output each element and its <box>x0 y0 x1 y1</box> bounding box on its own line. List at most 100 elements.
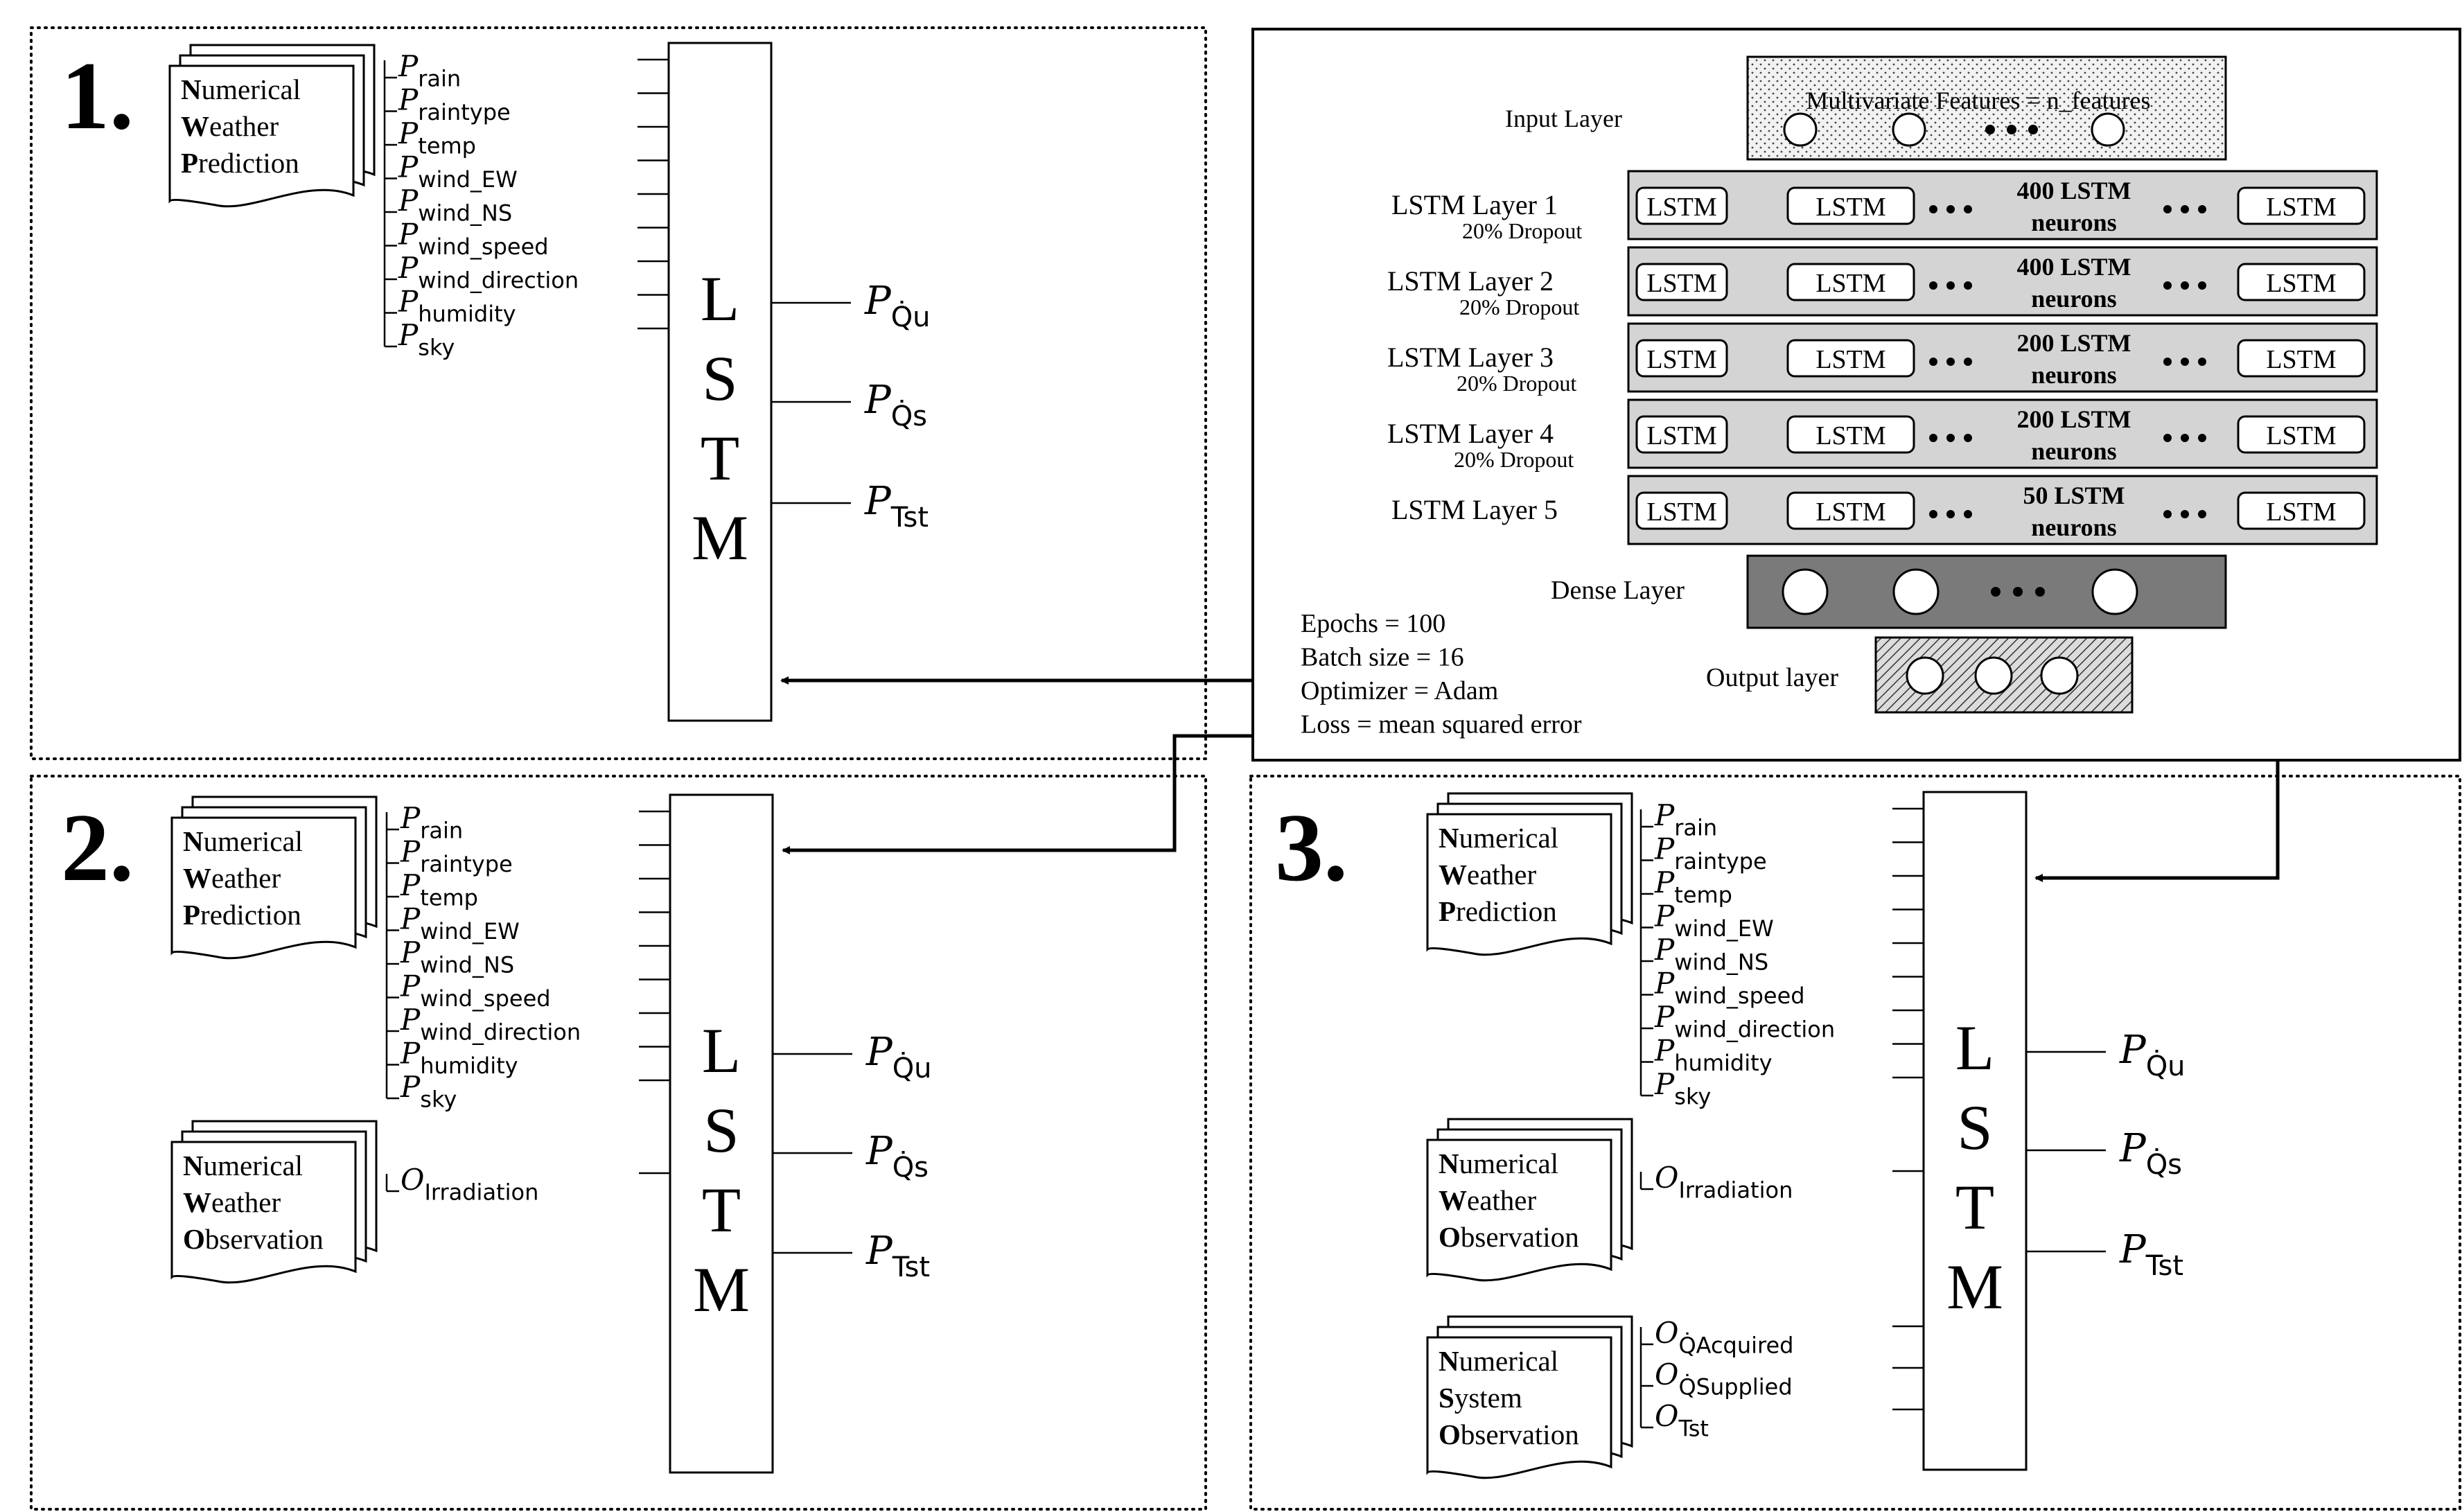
ellipsis-dot <box>1946 281 1955 290</box>
doc-label-line: Weather <box>183 862 281 894</box>
output-label: PQ̇u <box>2119 1028 2186 1082</box>
output-label: PQ̇s <box>864 378 927 432</box>
lstm-cell-label: LSTM <box>2266 269 2336 298</box>
hyperparameter-line: Batch size = 16 <box>1301 643 1464 672</box>
lstm-cell-label: LSTM <box>1646 345 1716 374</box>
lstm-cell-label: LSTM <box>1815 269 1885 298</box>
feature-label: Psky <box>398 318 455 360</box>
doc-sheet-front <box>1426 1336 1612 1479</box>
feature-label: Prain <box>1654 798 1717 841</box>
ellipsis-dot <box>1946 510 1955 518</box>
dropout-label: 20% Dropout <box>1462 218 1582 243</box>
panel-number: 1. <box>61 42 134 150</box>
lstm-block <box>669 793 774 1474</box>
neuron-unit: neurons <box>2031 285 2116 313</box>
lstm-cell <box>1786 263 1915 301</box>
lstm-cell-label: LSTM <box>2266 498 2336 527</box>
panel-1: 1.NumericalWeatherPredictionPrainPrainty… <box>61 42 931 722</box>
ellipsis-dot <box>2198 205 2206 213</box>
ellipsis-dot <box>2028 125 2038 134</box>
neuron-count: 200 LSTM <box>2016 405 2131 433</box>
lstm-cell-label: LSTM <box>1646 498 1716 527</box>
doc-label-line: Weather <box>1439 1184 1536 1216</box>
ellipsis-dot <box>1929 510 1937 518</box>
lstm-cell-label: LSTM <box>2266 345 2336 374</box>
ellipsis-dot <box>2013 587 2023 597</box>
output-layer-label: Output layer <box>1706 663 1838 692</box>
lstm-letter: M <box>1946 1251 2003 1322</box>
ellipsis-dot <box>1946 434 1955 442</box>
lstm-layer-name: LSTM Layer 5 <box>1391 494 1558 525</box>
ellipsis-dot <box>2198 281 2206 290</box>
feature-label: Pwind_speed <box>400 969 551 1012</box>
feature-label: Pwind_speed <box>1654 967 1805 1009</box>
input-features-text: Multivariate Features = n_features <box>1806 87 2150 114</box>
lstm-letter: S <box>1957 1092 1992 1163</box>
doc-label-line: Numerical <box>181 73 301 105</box>
ellipsis-dot <box>2198 434 2206 442</box>
doc-label-line: Observation <box>1439 1418 1579 1450</box>
doc-label-line: Numerical <box>183 825 303 857</box>
lstm-cell <box>1635 415 1728 454</box>
ellipsis-dot <box>1964 510 1972 518</box>
lstm-letter: S <box>703 1095 739 1166</box>
output-node <box>1974 656 2013 695</box>
hyperparameter-line: Loss = mean squared error <box>1301 710 1582 739</box>
dropout-label: 20% Dropout <box>1454 447 1574 472</box>
ellipsis-dot <box>2181 205 2189 213</box>
feature-label: Pwind_direction <box>1654 1000 1835 1042</box>
lstm-cell <box>2237 491 2366 530</box>
feature-label: Prain <box>400 801 463 843</box>
lstm-letter: M <box>693 1254 750 1325</box>
lstm-cell <box>1635 186 1728 225</box>
lstm-block <box>1922 791 2028 1471</box>
lstm-cell <box>1786 491 1915 530</box>
lstm-block <box>667 42 773 722</box>
feature-label: Phumidity <box>1654 1034 1773 1076</box>
ellipsis-dot <box>1964 205 1972 213</box>
feature-label: OIrradiation <box>401 1163 538 1205</box>
doc-label-line: Weather <box>181 110 279 142</box>
input-layer-box <box>1746 55 2227 161</box>
ellipsis-dot <box>1964 434 1972 442</box>
neuron-count: 200 LSTM <box>2016 329 2131 357</box>
panel-3-frame <box>1249 775 2461 1511</box>
feature-label: Ptemp <box>398 116 476 159</box>
lstm-cell-label: LSTM <box>1815 498 1885 527</box>
neuron-count: 400 LSTM <box>2016 253 2131 281</box>
dense-layer-label: Dense Layer <box>1551 576 1685 605</box>
feature-label: Praintype <box>398 83 511 125</box>
dense-node <box>1782 568 1829 615</box>
lstm-cell-label: LSTM <box>1646 193 1716 222</box>
lstm-cell-label: LSTM <box>1646 421 1716 450</box>
output-label: PTst <box>2119 1227 2183 1282</box>
doc-label-line: Numerical <box>1439 822 1558 854</box>
output-node <box>2040 656 2079 695</box>
feature-label: Pwind_EW <box>1654 899 1774 942</box>
feature-label: Praintype <box>400 835 513 877</box>
doc-label-line: Prediction <box>183 899 301 931</box>
feature-label: Ptemp <box>1654 865 1732 908</box>
doc-label-line: Prediction <box>1439 895 1557 927</box>
panel-number: 2. <box>61 794 134 902</box>
ellipsis-dot <box>1929 281 1937 290</box>
lstm-cell <box>1635 339 1728 378</box>
neuron-unit: neurons <box>2031 513 2116 541</box>
lstm-cell-label: LSTM <box>1815 193 1885 222</box>
lstm-cell-label: LSTM <box>2266 193 2336 222</box>
lstm-cell <box>1635 263 1728 301</box>
panel-1-frame <box>30 26 1207 760</box>
feature-label: OQ̇Supplied <box>1655 1357 1793 1400</box>
ellipsis-dot <box>1946 358 1955 366</box>
